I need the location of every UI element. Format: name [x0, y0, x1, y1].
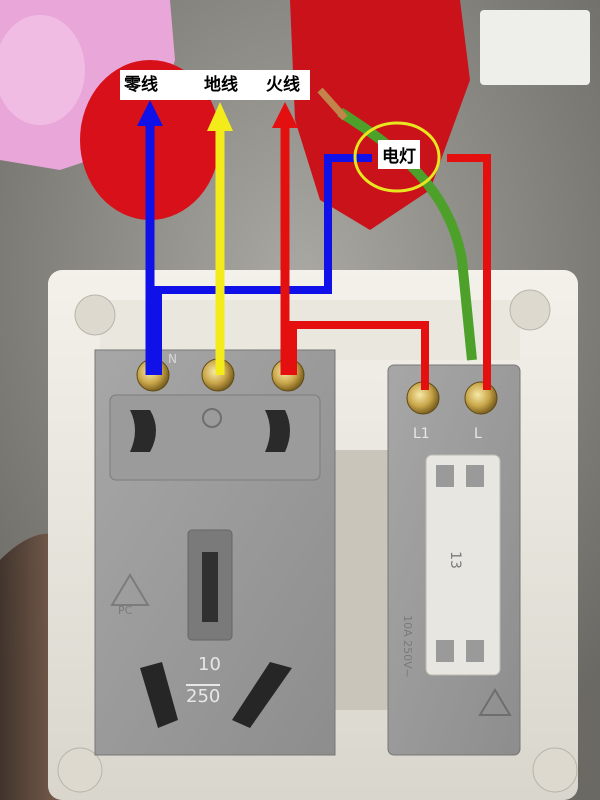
mounting-hole-tr: [509, 289, 551, 331]
terminal-n-mark: N: [168, 352, 177, 366]
neutral-wire-line: [137, 100, 372, 375]
mounting-hole-tl: [74, 294, 116, 336]
ground-slot: [202, 552, 218, 622]
green-yellow-earth-wire: [337, 107, 477, 361]
terminal-l1-mark: L1: [413, 426, 430, 442]
three-pin-left-slot: [140, 662, 178, 728]
neutral-label: 零线: [124, 75, 158, 95]
switch-recycle-icon: [478, 688, 512, 716]
live-label: 火线: [266, 75, 300, 95]
three-pin-right-slot: [232, 662, 292, 728]
mounting-hole-br: [532, 747, 578, 793]
red-bag: [290, 0, 470, 230]
frame-divider: [335, 450, 395, 710]
material-mark: PC: [118, 604, 133, 617]
rating-current: 10: [198, 654, 221, 675]
rocker-slot-2: [466, 465, 484, 487]
recycle-symbol-icon: [110, 573, 150, 606]
toy-figure: [0, 15, 85, 125]
ground-label: 地线: [204, 75, 238, 95]
switch-rating: 10A 250V~: [400, 615, 414, 678]
two-pin-right-slot: [265, 410, 290, 452]
wire-label-box: [120, 70, 310, 100]
switch-number: 13: [446, 551, 463, 569]
live-wire-line: [272, 102, 491, 390]
terminal-l-mark: L: [474, 426, 482, 442]
rocker-slot-1: [436, 465, 454, 487]
switch-rocker: [425, 454, 501, 676]
ground-symbol-icon: [202, 408, 222, 428]
copper-wire-tip: [317, 87, 348, 121]
two-pin-area: [109, 394, 321, 481]
rocker-slot-4: [466, 640, 484, 662]
two-pin-left-slot: [130, 410, 156, 452]
light-label: 电灯: [378, 140, 420, 169]
light-marker-circle: [353, 121, 441, 193]
rating-voltage: 250: [186, 684, 221, 707]
rocker-slot-3: [436, 640, 454, 662]
ground-wire-line: [207, 102, 233, 375]
wall-socket: [480, 10, 590, 85]
mounting-hole-bl: [57, 747, 103, 793]
